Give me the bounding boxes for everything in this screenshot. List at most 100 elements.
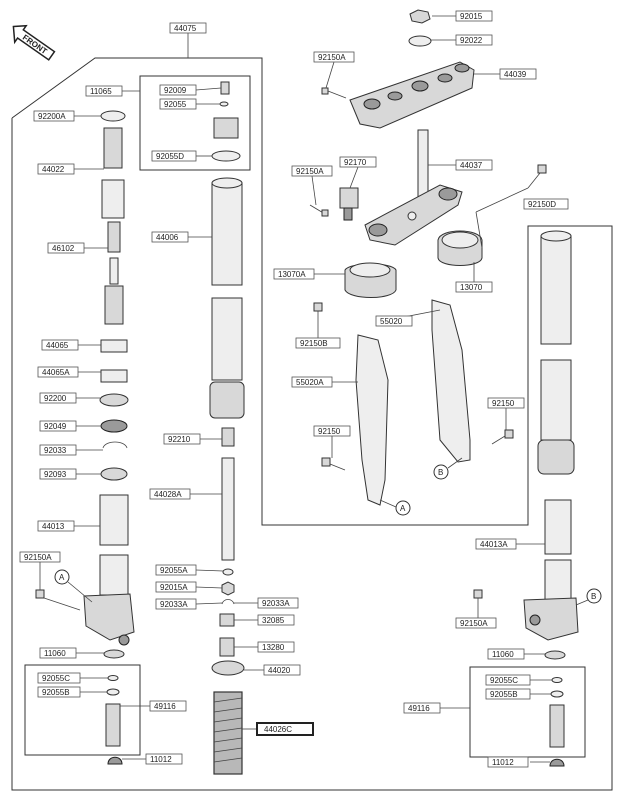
oring-11060-right <box>544 650 566 660</box>
seal-92200 <box>99 393 129 407</box>
label-92150a-left-fork: 92150A <box>19 551 61 563</box>
svg-text:92055A: 92055A <box>160 566 188 575</box>
right-fork-assembly <box>523 230 579 641</box>
label-92015: 92015 <box>455 10 493 22</box>
seal-92049 <box>100 419 128 433</box>
left-adjuster-box <box>24 664 141 756</box>
label-92009: 92009 <box>159 84 197 96</box>
svg-text:44013A: 44013A <box>480 540 508 549</box>
oring-92200a <box>100 110 126 122</box>
label-44022: 44022 <box>37 163 75 175</box>
oring-92055b-left <box>106 688 120 696</box>
svg-text:92150A: 92150A <box>318 53 346 62</box>
label-92150a-top: 92150A <box>313 51 355 63</box>
svg-text:92200A: 92200A <box>38 112 66 121</box>
oring-11060-left <box>103 649 125 659</box>
label-92033a-left: 92033A <box>155 598 197 610</box>
label-44037: 44037 <box>455 159 493 171</box>
svg-text:46102: 46102 <box>52 244 75 253</box>
svg-text:92150B: 92150B <box>300 339 328 348</box>
assembly-frame <box>11 57 613 791</box>
marker-a-left: A <box>54 569 93 603</box>
clamp-13070 <box>437 230 483 266</box>
svg-text:11060: 11060 <box>492 650 514 659</box>
svg-text:92022: 92022 <box>460 36 483 45</box>
svg-text:44075: 44075 <box>174 24 197 33</box>
oring-92055 <box>219 101 229 107</box>
plug-32085 <box>219 613 235 627</box>
label-92150a-right-fork: 92150A <box>455 617 497 629</box>
svg-text:13280: 13280 <box>262 643 285 652</box>
svg-text:92055C: 92055C <box>490 676 518 685</box>
marker-b-guard: B <box>433 457 463 480</box>
oring-92055c-left <box>107 675 119 681</box>
clamp-13070a <box>344 262 397 298</box>
svg-text:92093: 92093 <box>44 470 67 479</box>
bolt-92150a-right-fork <box>473 589 483 612</box>
svg-text:92210: 92210 <box>168 435 191 444</box>
label-92055b-left: 92055B <box>37 686 81 698</box>
svg-text:44039: 44039 <box>504 70 527 79</box>
label-44020: 44020 <box>263 664 301 676</box>
label-32085: 32085 <box>257 614 295 626</box>
svg-text:44065: 44065 <box>46 341 69 350</box>
cover-92093 <box>100 467 128 481</box>
label-92150a-mid: 92150A <box>291 165 333 177</box>
svg-text:11065: 11065 <box>90 87 112 96</box>
svg-text:44037: 44037 <box>460 161 483 170</box>
label-92150-left: 92150 <box>313 425 351 437</box>
label-11060-left: 11060 <box>39 647 77 659</box>
label-44039: 44039 <box>499 68 537 80</box>
label-44065: 44065 <box>41 339 79 351</box>
label-92210: 92210 <box>163 433 201 445</box>
nut-92015a <box>221 581 235 596</box>
label-44013: 44013 <box>37 520 75 532</box>
label-92055: 92055 <box>159 98 197 110</box>
svg-text:92055B: 92055B <box>490 690 518 699</box>
svg-text:11012: 11012 <box>150 755 172 764</box>
label-92093: 92093 <box>39 468 77 480</box>
label-55020: 55020 <box>375 315 413 327</box>
fork-guard-55020 <box>431 299 471 463</box>
cap-nut-11012-right <box>549 758 565 767</box>
cap-subassembly-box <box>139 75 251 171</box>
circlip-92033 <box>102 441 128 449</box>
seat-44020 <box>211 660 245 676</box>
svg-text:44065A: 44065A <box>42 368 70 377</box>
label-92015a: 92015A <box>155 581 197 593</box>
svg-text:92150A: 92150A <box>460 619 488 628</box>
label-49116-right: 49116 <box>403 702 441 714</box>
svg-text:92150A: 92150A <box>296 167 324 176</box>
label-13280: 13280 <box>257 641 295 653</box>
bolt-92150-right <box>491 429 514 445</box>
svg-text:11012: 11012 <box>492 758 514 767</box>
svg-text:92049: 92049 <box>44 422 67 431</box>
label-92055c-left: 92055C <box>37 672 81 684</box>
label-13070a: 13070A <box>273 268 315 280</box>
clamp-92170 <box>339 187 359 221</box>
oring-92055a <box>222 568 234 576</box>
label-92200a: 92200A <box>33 110 75 122</box>
svg-text:44006: 44006 <box>156 233 179 242</box>
label-92170: 92170 <box>339 156 377 168</box>
label-11060-right: 11060 <box>487 648 525 660</box>
cap-nut-11012-left <box>107 756 123 765</box>
label-44006: 44006 <box>151 231 189 243</box>
svg-text:92150: 92150 <box>318 427 341 436</box>
svg-text:44026C: 44026C <box>264 725 292 734</box>
svg-text:55020A: 55020A <box>296 378 324 387</box>
svg-text:B: B <box>591 592 596 601</box>
svg-text:A: A <box>59 573 65 582</box>
label-92055d: 92055D <box>151 150 197 162</box>
label-55020a: 55020A <box>291 376 333 388</box>
svg-text:13070A: 13070A <box>278 270 306 279</box>
oring-92055b-right <box>550 690 564 698</box>
front-arrow-icon: FRONT <box>12 24 56 61</box>
svg-text:92150A: 92150A <box>24 553 52 562</box>
bolt-92150a-mid <box>309 204 329 217</box>
spring-44026c <box>213 691 243 775</box>
bolt-92150d <box>527 164 547 189</box>
svg-text:92055C: 92055C <box>42 674 70 683</box>
washer-92022 <box>408 35 432 47</box>
